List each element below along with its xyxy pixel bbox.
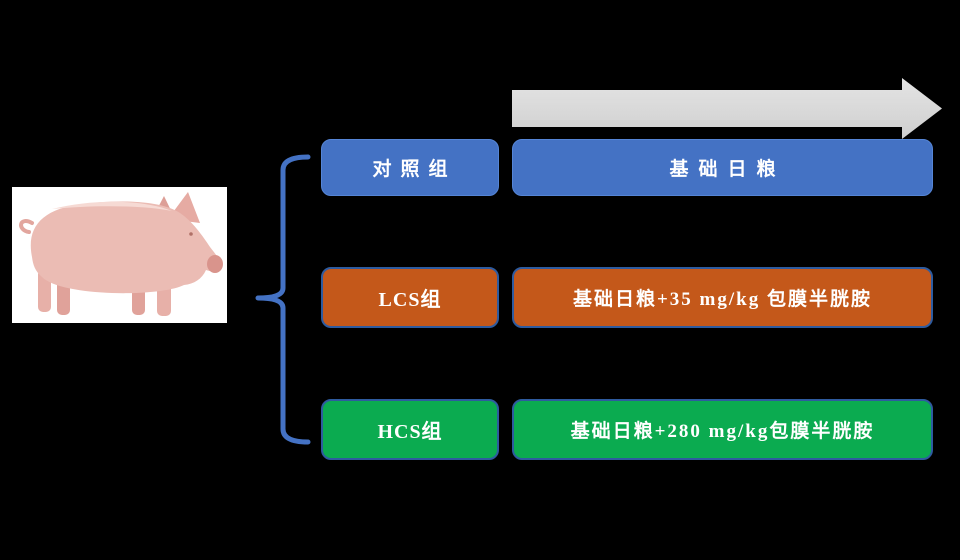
diet-text-hcs: 基础日粮+280 mg/kg包膜半胱胺 xyxy=(570,421,875,442)
pig-eye xyxy=(189,232,193,236)
pig-image xyxy=(12,187,227,323)
pig-illustration xyxy=(19,192,223,316)
group-label-hcs: HCS组 xyxy=(377,421,443,443)
group-label-lcs: LCS组 xyxy=(378,289,442,311)
group-label-control: 对照组 xyxy=(372,159,457,180)
brace-icon xyxy=(255,154,311,445)
timeline-arrow-icon xyxy=(512,78,942,139)
pig-body xyxy=(30,201,222,294)
group-label-box-hcs: HCS组 xyxy=(321,399,499,460)
diet-box-hcs: 基础日粮+280 mg/kg包膜半胱胺 xyxy=(512,399,933,460)
pig-back-highlight xyxy=(52,201,172,211)
diet-box-lcs: 基础日粮+35 mg/kg 包膜半胱胺 xyxy=(512,267,933,328)
pig-snout xyxy=(207,255,223,273)
group-label-box-control: 对照组 xyxy=(321,139,499,196)
diet-box-control: 基础日粮 xyxy=(512,139,933,196)
diet-text-lcs: 基础日粮+35 mg/kg 包膜半胱胺 xyxy=(572,289,872,310)
diet-text-control: 基础日粮 xyxy=(669,159,786,180)
pig-tail xyxy=(19,219,34,234)
group-label-box-lcs: LCS组 xyxy=(321,267,499,328)
